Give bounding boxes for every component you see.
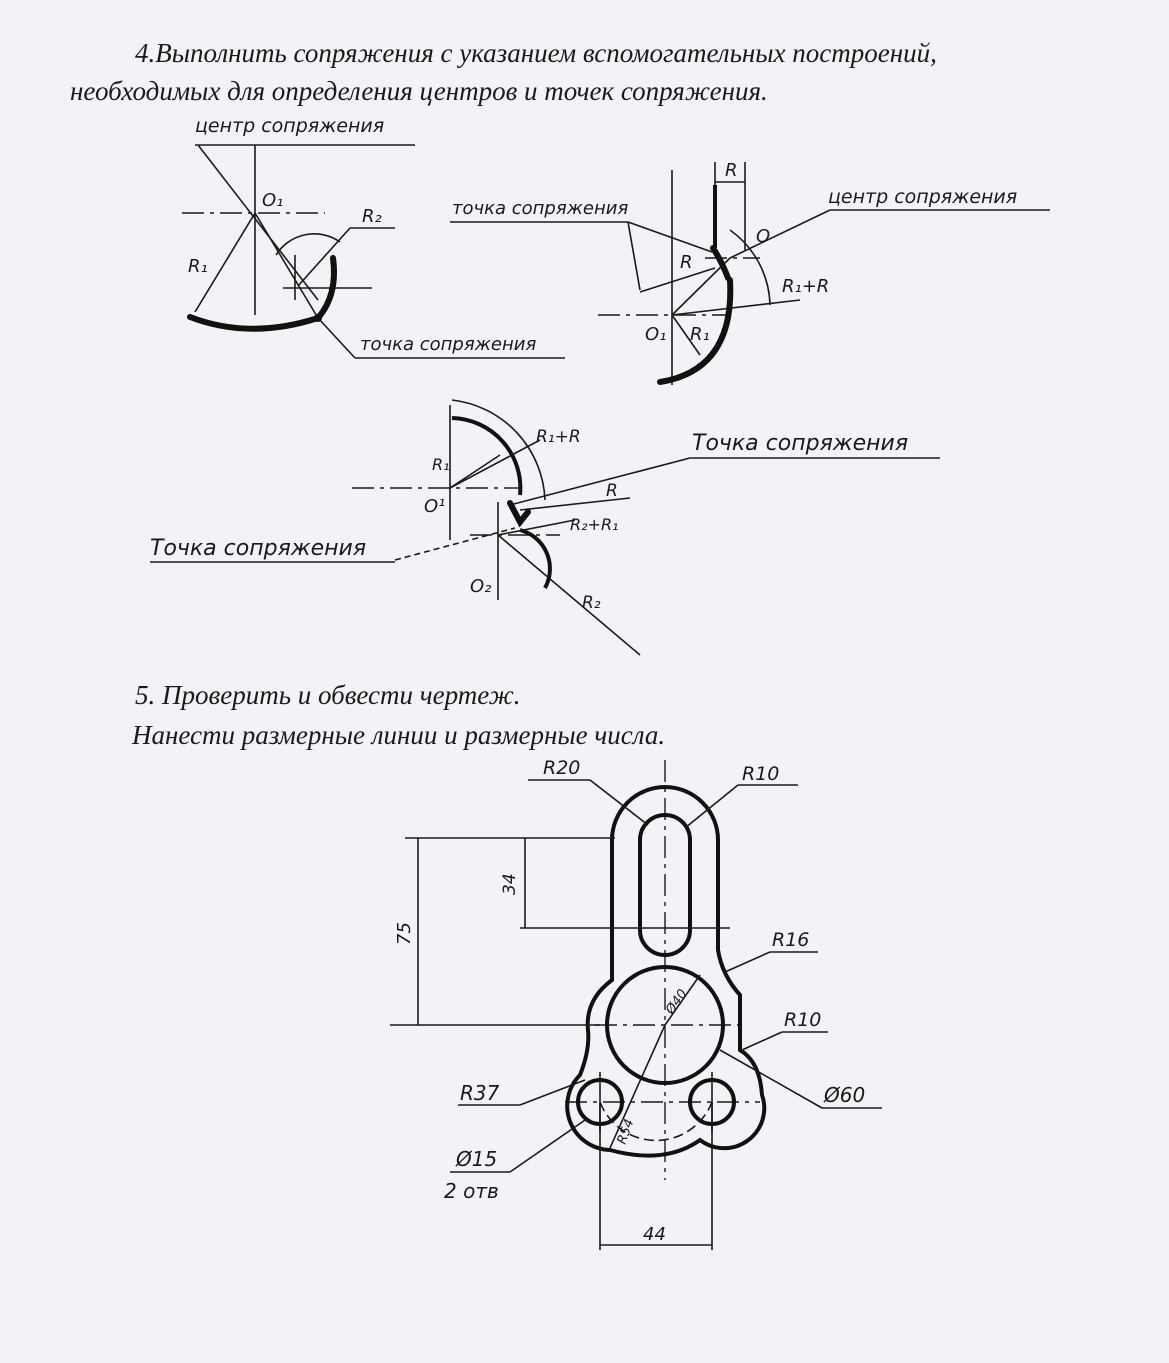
construction-line xyxy=(197,144,319,301)
slot xyxy=(638,813,692,957)
point-right-leader xyxy=(509,457,691,506)
dim-75-label: 75 xyxy=(394,922,415,945)
radius-line xyxy=(254,212,319,319)
point-label: точка сопряжения xyxy=(360,334,536,355)
outer-contour xyxy=(565,785,767,1158)
d40-line xyxy=(664,974,701,1026)
arc-r2-construction xyxy=(275,233,341,256)
r10-mid-leader xyxy=(741,1031,783,1051)
r1-plus-r-label: R₁+R xyxy=(782,276,829,297)
r-label: R xyxy=(606,481,618,501)
task5-heading-line1: 5. Проверить и обвести чертеж. xyxy=(135,680,521,710)
r1-arrow xyxy=(449,454,501,489)
dim-44-label: 44 xyxy=(643,1224,666,1245)
r37-leader xyxy=(519,1079,586,1106)
tangent-point-dot xyxy=(314,314,322,322)
arc-r2-thick xyxy=(315,255,337,321)
point-right-label: Точка сопряжения xyxy=(692,431,908,456)
center-label: центр сопряжения xyxy=(195,115,384,137)
r2-label: R₂ xyxy=(362,206,382,227)
holes-label: 2 отв xyxy=(444,1179,499,1203)
arc-r1-plus-r xyxy=(729,229,771,306)
diagram-tangent-arcs-1: центр сопряжения O₁ R₁ R₂ точка сопряжен… xyxy=(182,115,565,359)
o1-label: O₁ xyxy=(645,324,666,345)
center-link xyxy=(671,257,731,316)
r16-leader xyxy=(724,951,771,973)
task4-heading-line2: необходимых для определения центров и то… xyxy=(70,76,768,106)
r-mid-label: R xyxy=(680,252,693,273)
r37-label: R37 xyxy=(460,1081,500,1105)
r2r1-line xyxy=(497,519,576,536)
r2-leader xyxy=(297,227,351,287)
d60-leader xyxy=(719,1049,823,1109)
radius-r1-line xyxy=(194,212,256,313)
center-label: центр сопряжения xyxy=(828,186,1017,208)
point-leader-a xyxy=(627,221,713,253)
r1r-leader xyxy=(671,299,801,316)
arc-r2-thick xyxy=(519,528,552,589)
d40-label: Ø40 xyxy=(662,987,690,1018)
point-leader-b xyxy=(627,221,641,291)
point-left-label: Точка сопряжения xyxy=(150,536,366,561)
point-label: точка сопряжения xyxy=(452,198,628,219)
r20-label: R20 xyxy=(543,757,580,779)
o1-label: O¹ xyxy=(424,496,445,517)
r1-line xyxy=(671,314,701,356)
dim-34-label: 34 xyxy=(500,873,520,895)
d15-label: Ø15 xyxy=(455,1147,497,1171)
arc-r1-thick xyxy=(187,314,321,332)
arc-outer xyxy=(451,399,546,501)
r20-leader xyxy=(589,779,649,826)
hole-pitch-arc xyxy=(599,1101,713,1142)
r2-label: R₂ xyxy=(582,593,601,613)
r1-label: R₁ xyxy=(188,256,208,277)
r-top-label: R xyxy=(725,160,738,181)
r1-plus-r-label: R₁+R xyxy=(536,427,581,447)
o1-label: O₁ xyxy=(262,190,283,211)
r1-label: R₁ xyxy=(432,455,450,474)
central-hole xyxy=(605,965,725,1085)
point-left-leader xyxy=(394,527,516,561)
r2-line xyxy=(497,534,641,656)
task4-heading-line1: 4.Выполнить сопряжения с указанием вспом… xyxy=(135,38,937,68)
center-leader xyxy=(729,209,831,259)
point-leader xyxy=(317,317,356,359)
r54-line xyxy=(609,1024,666,1149)
r1-label: R₁ xyxy=(690,324,710,345)
r-arrow-line xyxy=(639,267,716,293)
d15-leader xyxy=(509,1117,589,1173)
task5-heading-line2: Нанести размерные линии и размерные числ… xyxy=(132,720,666,750)
r10-top-label: R10 xyxy=(742,763,779,785)
fillet-thick xyxy=(507,500,531,528)
r10-mid-label: R10 xyxy=(784,1009,821,1031)
r-line xyxy=(519,497,631,511)
r16-label: R16 xyxy=(772,929,809,951)
r54-label: R54 xyxy=(615,1117,638,1146)
arc-r1-thick xyxy=(657,277,734,385)
diagram-tangent-arcs-2: точка сопряжения центр сопряжения R R O … xyxy=(450,160,1050,385)
diagram-tangent-arcs-3: R₁+R Точка сопряжения R₁ O¹ R R₂+R₁ Точк… xyxy=(150,399,940,656)
r10-top-leader xyxy=(684,784,739,829)
r1r-line xyxy=(449,439,541,489)
o2-label: O₂ xyxy=(470,576,491,597)
r2-plus-r1-label: R₂+R₁ xyxy=(570,515,618,534)
arc-r1-thick xyxy=(451,416,523,496)
o-label: O xyxy=(756,226,770,247)
d60-label: Ø60 xyxy=(823,1083,865,1107)
part-drawing: R20 R10 34 75 R16 Ø40 R10 R37 Ø60 R54 Ø1… xyxy=(390,757,882,1250)
fillet-thick xyxy=(710,245,731,281)
